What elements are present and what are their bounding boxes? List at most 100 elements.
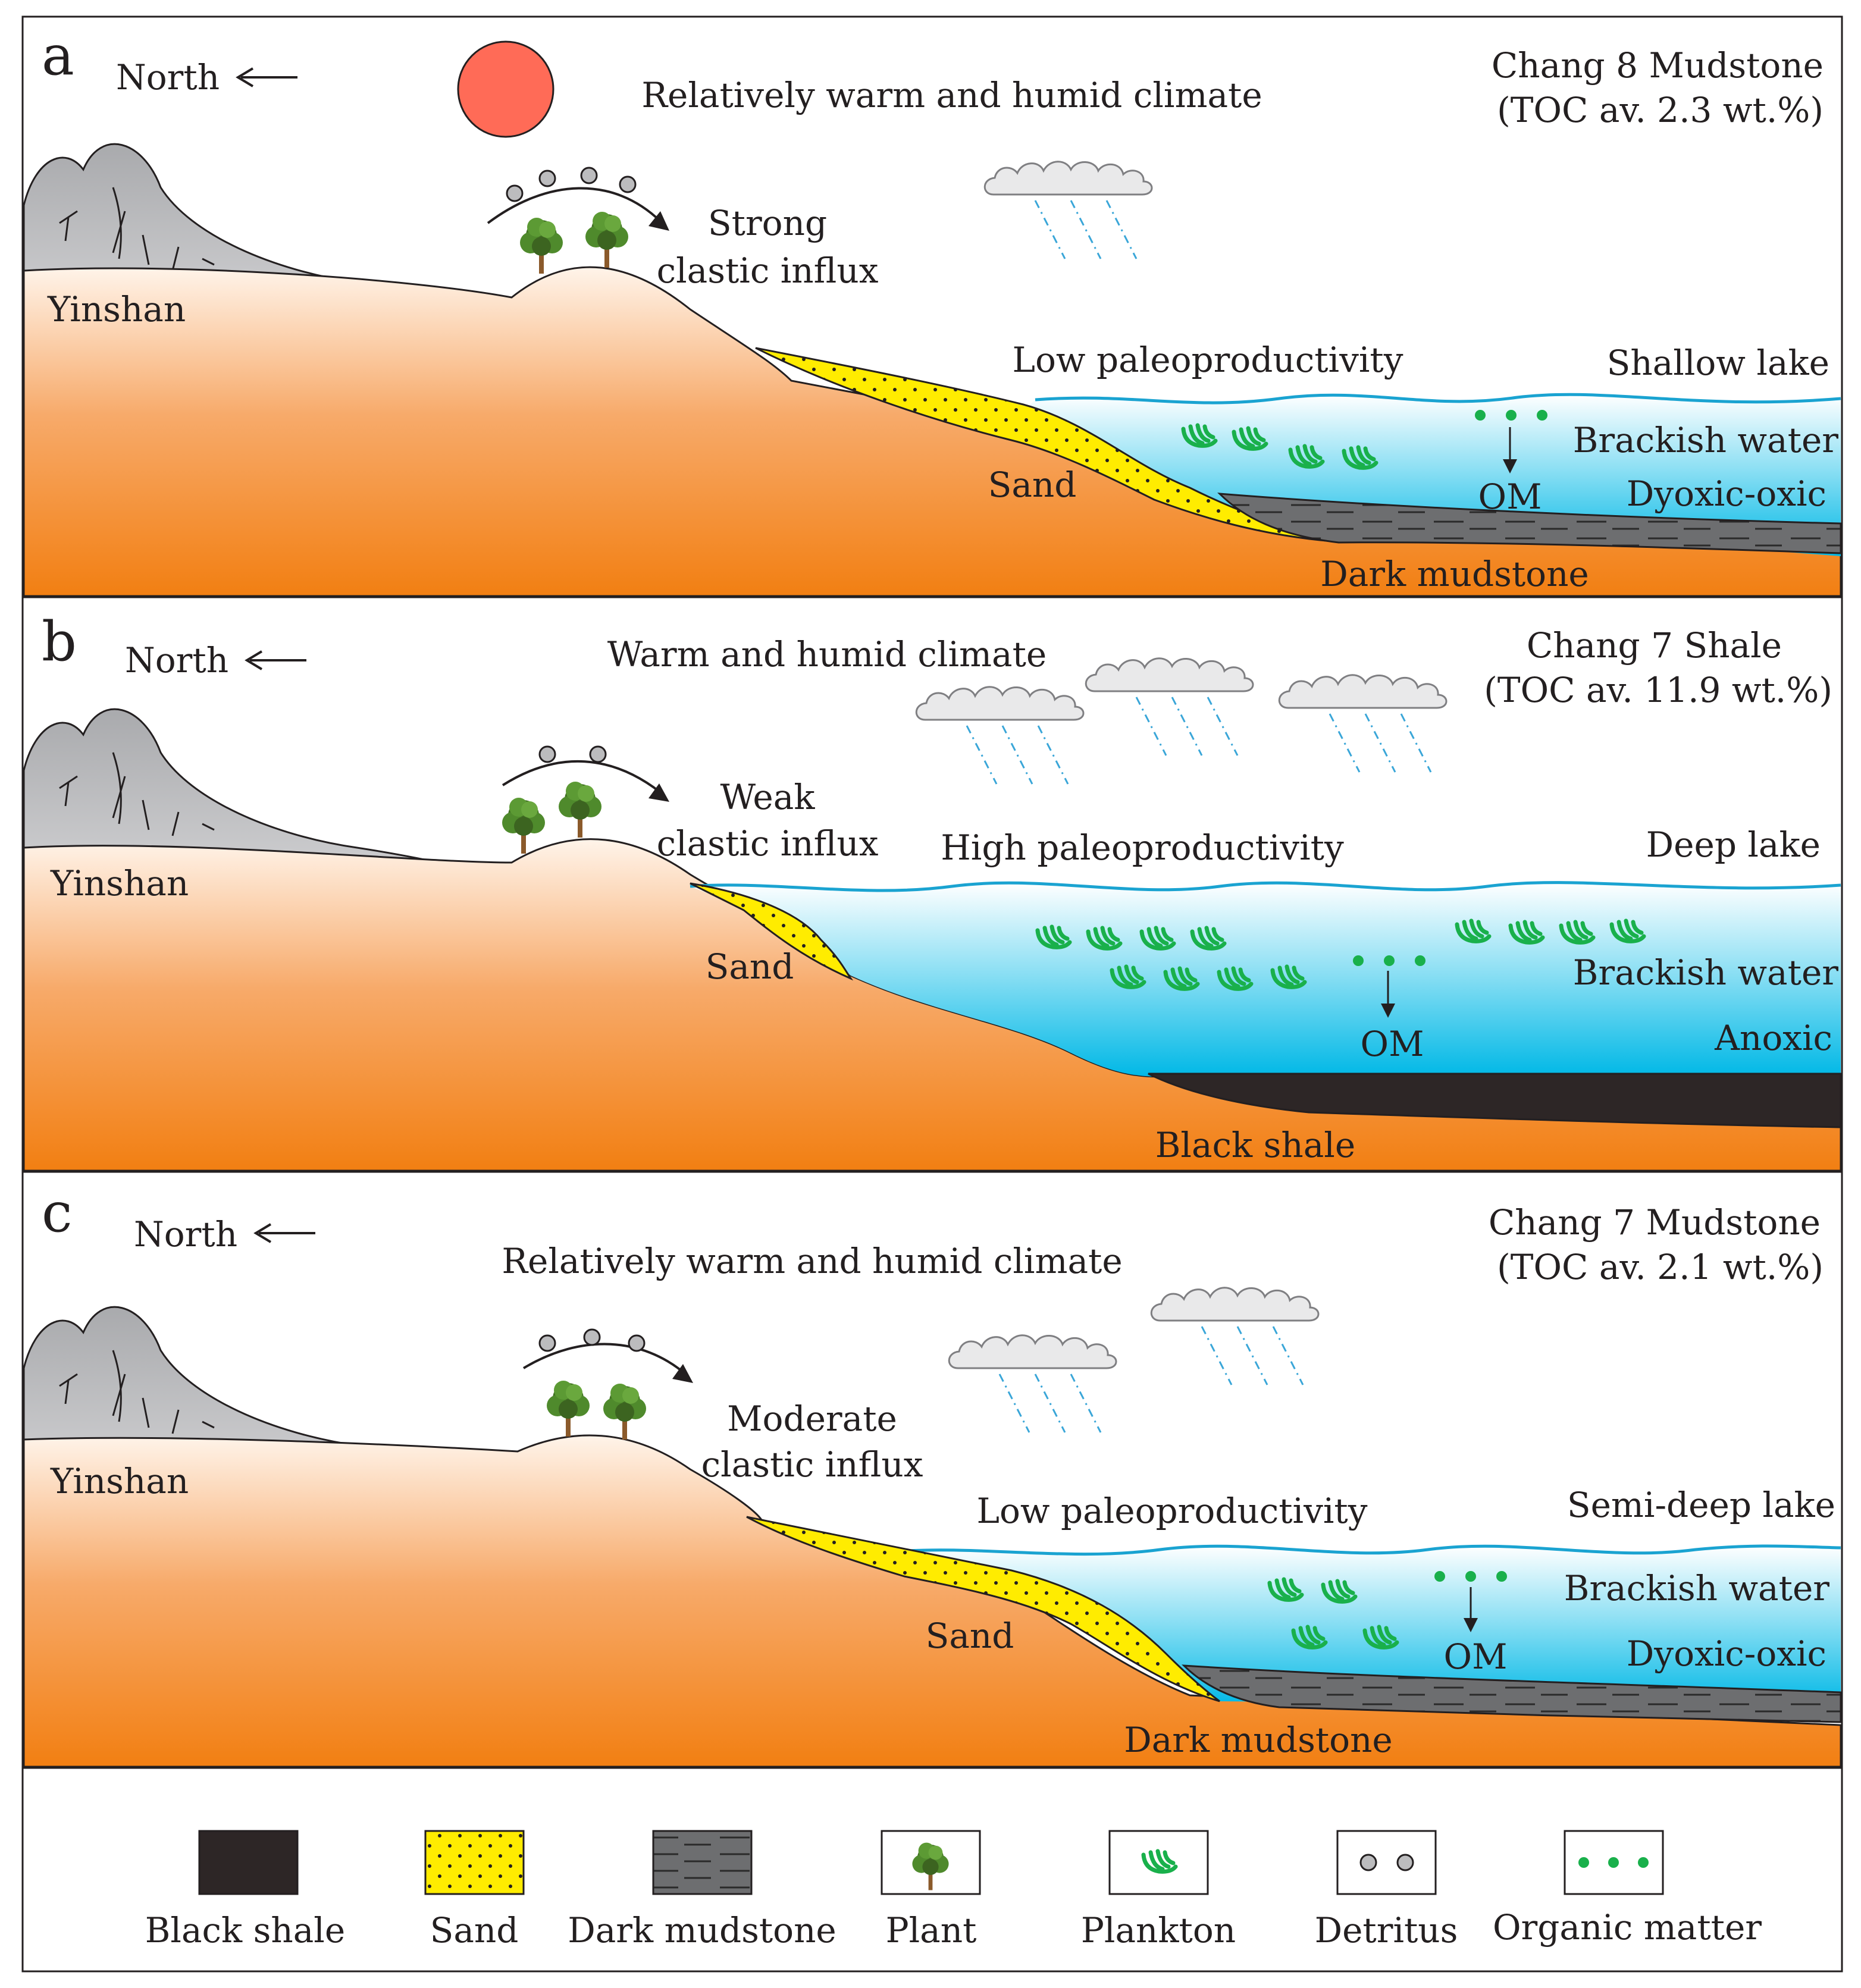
detritus-icon	[583, 1328, 601, 1346]
climate-label: Relatively warm and humid climate	[641, 75, 1262, 115]
salinity-label: Brackish water	[1573, 952, 1839, 993]
lake-surface	[1035, 393, 1841, 405]
panel-b: b North Warm and humid climate Chang 7 S…	[21, 596, 1843, 1173]
unit-toc: (TOC av. 2.3 wt.%)	[1497, 90, 1824, 130]
climate-label: Warm and humid climate	[607, 634, 1047, 675]
unit-title: Chang 7 Shale	[1527, 625, 1782, 666]
organic-matter-dot	[1537, 410, 1547, 421]
redox-label: Dyoxic-oxic	[1627, 1633, 1826, 1674]
organic-matter-icon	[1638, 1857, 1649, 1868]
detritus-icon	[506, 184, 524, 202]
lake-label: Deep lake	[1646, 824, 1821, 865]
organic-matter-icon	[1608, 1857, 1619, 1868]
sand-label: Sand	[988, 465, 1077, 505]
lake-label: Shallow lake	[1607, 343, 1829, 383]
lake-surface	[898, 1544, 1841, 1556]
om-label: OM	[1444, 1636, 1508, 1677]
organic-matter-dot	[1434, 1571, 1445, 1582]
organic-matter-dot	[1475, 410, 1486, 421]
black-shale-swatch	[198, 1830, 299, 1895]
influx-label: Strong	[708, 203, 827, 243]
organic-matter-dot	[1353, 955, 1364, 966]
black-shale-layer	[1148, 1073, 1842, 1128]
legend-label: Detritus	[1315, 1910, 1458, 1951]
detritus-icon	[1396, 1854, 1414, 1871]
legend-label: Sand	[430, 1910, 519, 1951]
organic-matter-dot	[1384, 955, 1395, 966]
influx-arrow	[522, 1343, 685, 1374]
highland-label: Yinshan	[47, 289, 186, 330]
legend-label: Plant	[886, 1910, 977, 1951]
north-label: North	[116, 57, 220, 98]
legend-label: Organic matter	[1493, 1907, 1762, 1948]
north-label: North	[125, 640, 228, 681]
arrowhead	[1503, 459, 1517, 474]
redox-label: Anoxic	[1714, 1018, 1832, 1058]
sand-label: Sand	[926, 1616, 1014, 1656]
salinity-label: Brackish water	[1573, 420, 1839, 460]
unit-toc: (TOC av. 2.1 wt.%)	[1497, 1247, 1824, 1287]
detritus-icon	[538, 745, 556, 763]
sediment-label: Black shale	[1155, 1125, 1355, 1165]
sand-label: Sand	[706, 946, 794, 987]
lake-label: Semi-deep lake	[1567, 1485, 1835, 1525]
detritus-icon	[580, 167, 598, 184]
panel-letter: b	[42, 610, 77, 673]
detritus-box	[1336, 1830, 1437, 1895]
lake-water	[1011, 394, 1841, 556]
climate-label: Relatively warm and humid climate	[502, 1241, 1122, 1281]
organic-matter-dot	[1465, 1571, 1476, 1582]
dark-mudstone-layer	[1182, 1664, 1842, 1723]
influx-label: clastic influx	[657, 823, 879, 864]
unit-toc: (TOC av. 11.9 wt.%)	[1484, 670, 1832, 710]
organic-matter-dot	[1415, 955, 1425, 966]
highland-label: Yinshan	[50, 863, 189, 904]
plankton-box	[1108, 1830, 1209, 1895]
unit-title: Chang 8 Mudstone	[1492, 45, 1824, 86]
dark-mudstone-swatch	[652, 1830, 753, 1895]
arrowhead	[1464, 1618, 1478, 1632]
panel-letter: c	[42, 1181, 73, 1244]
organic-matter-icon	[1578, 1857, 1589, 1868]
influx-label: clastic influx	[657, 250, 879, 291]
ground-profile	[23, 1434, 1842, 1768]
sun-icon	[457, 40, 554, 138]
om-label: OM	[1361, 1024, 1424, 1064]
influx-arrow	[502, 760, 662, 794]
detritus-icon	[589, 745, 607, 763]
north-label: North	[134, 1214, 237, 1255]
dark-mudstone-layer	[1217, 493, 1842, 554]
legend-label: Plankton	[1081, 1910, 1236, 1951]
arrowhead	[648, 783, 669, 802]
influx-label: Weak	[720, 777, 816, 817]
influx-label: Moderate	[727, 1399, 897, 1439]
detritus-icon	[628, 1334, 646, 1352]
panel-c: c North Relatively warm and humid climat…	[21, 1171, 1843, 1769]
organic-matter-dot	[1496, 1571, 1507, 1582]
sand-body	[690, 882, 854, 981]
north-arrow-icon	[253, 1223, 315, 1243]
panel-a: a North Relatively warm and humid climat…	[21, 15, 1843, 598]
arrowhead	[672, 1364, 693, 1383]
lake-water	[690, 882, 1841, 1077]
detritus-icon	[619, 175, 637, 193]
unit-title: Chang 7 Mudstone	[1489, 1202, 1821, 1243]
sand-body	[746, 1516, 1220, 1702]
redox-label: Dyoxic-oxic	[1627, 474, 1826, 514]
north-arrow-icon	[236, 67, 297, 87]
influx-label: clastic influx	[701, 1444, 923, 1485]
lake-water	[898, 1545, 1841, 1707]
highland-label: Yinshan	[50, 1461, 189, 1501]
om-label: OM	[1478, 476, 1542, 517]
productivity-label: Low paleoproductivity	[1012, 340, 1403, 380]
legend-label: Dark mudstone	[568, 1910, 836, 1951]
productivity-label: Low paleoproductivity	[976, 1491, 1367, 1531]
panel-letter: a	[42, 24, 74, 87]
sediment-label: Dark mudstone	[1124, 1720, 1393, 1760]
influx-arrow	[487, 187, 662, 224]
sand-swatch	[424, 1830, 525, 1895]
salinity-label: Brackish water	[1564, 1568, 1830, 1608]
organic-matter-dot	[1506, 410, 1517, 421]
sediment-label: Dark mudstone	[1320, 554, 1589, 594]
